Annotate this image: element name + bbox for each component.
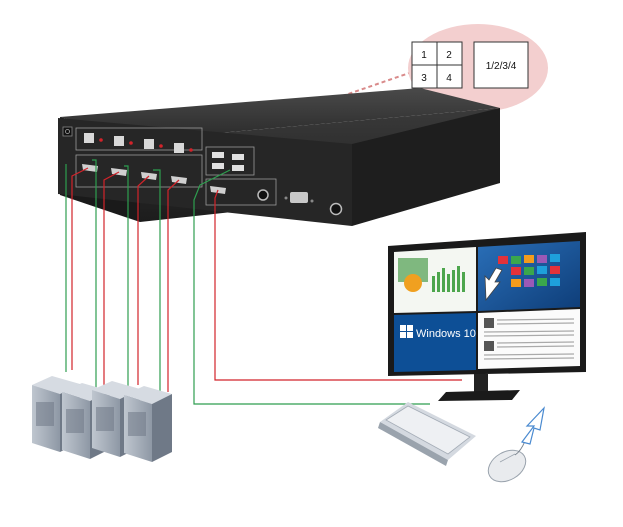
os-label: Windows 10 [416,328,476,340]
hdmi-cable-1 [71,167,89,370]
status-led [189,148,193,152]
usb-a-port-group [205,146,255,176]
cables [65,159,462,405]
kvm-switch-device [58,88,500,226]
device-port-panel [58,118,352,226]
status-led [129,141,133,145]
status-led [99,138,103,142]
quad-label-3: 3 [421,73,427,84]
screen-quadrant-windows [394,313,476,372]
mouse-icon [487,440,527,483]
hdmi-output-cable [214,189,462,381]
status-led [159,144,163,148]
monitor-base [438,390,520,401]
usb-cable-3 [124,165,129,388]
usb-a-port-icon [232,165,244,171]
usb-port-icon [144,139,154,149]
hdmi-port-icon [82,164,98,172]
device-top [60,88,500,140]
power-jack-icon [329,202,343,216]
usb-a-port-icon [212,152,224,158]
usb-output-cable [193,169,430,405]
combined-label: 1/2/3/4 [486,61,517,72]
audio-jack-icon [257,189,269,201]
usb-port-row [75,127,203,153]
monitor-neck [474,374,488,392]
quad-label-1: 1 [421,50,427,61]
monitor: Windows 10 [388,232,586,401]
hdmi-cable-2 [103,171,120,386]
usb-cable-4 [153,169,161,392]
usb-cable-2 [92,159,97,392]
power-button [62,126,73,137]
full-layout-box [473,41,529,89]
layout-bubble: 1 2 3 4 1/2/3/4 [321,24,548,112]
cursor-arrow-icon [484,267,503,302]
usb-port-icon [84,133,94,143]
usb-port-icon [114,136,124,146]
computer-towers [32,376,172,462]
keyboard-icon [378,402,476,466]
windows-logo-icon [400,325,413,338]
serial-port-icon [290,192,308,203]
usb-a-port-icon [232,154,244,160]
rs232-port [284,192,314,203]
cursor-outline-icon [520,406,545,445]
quad-label-4: 4 [446,73,452,84]
usb-port-icon [174,143,184,153]
hdmi-cable-4 [167,179,180,392]
usb-a-port-icon [212,163,224,169]
pc-tower-icon [124,386,172,462]
hdmi-cable-3 [137,175,150,385]
quad-label-2: 2 [446,50,452,61]
